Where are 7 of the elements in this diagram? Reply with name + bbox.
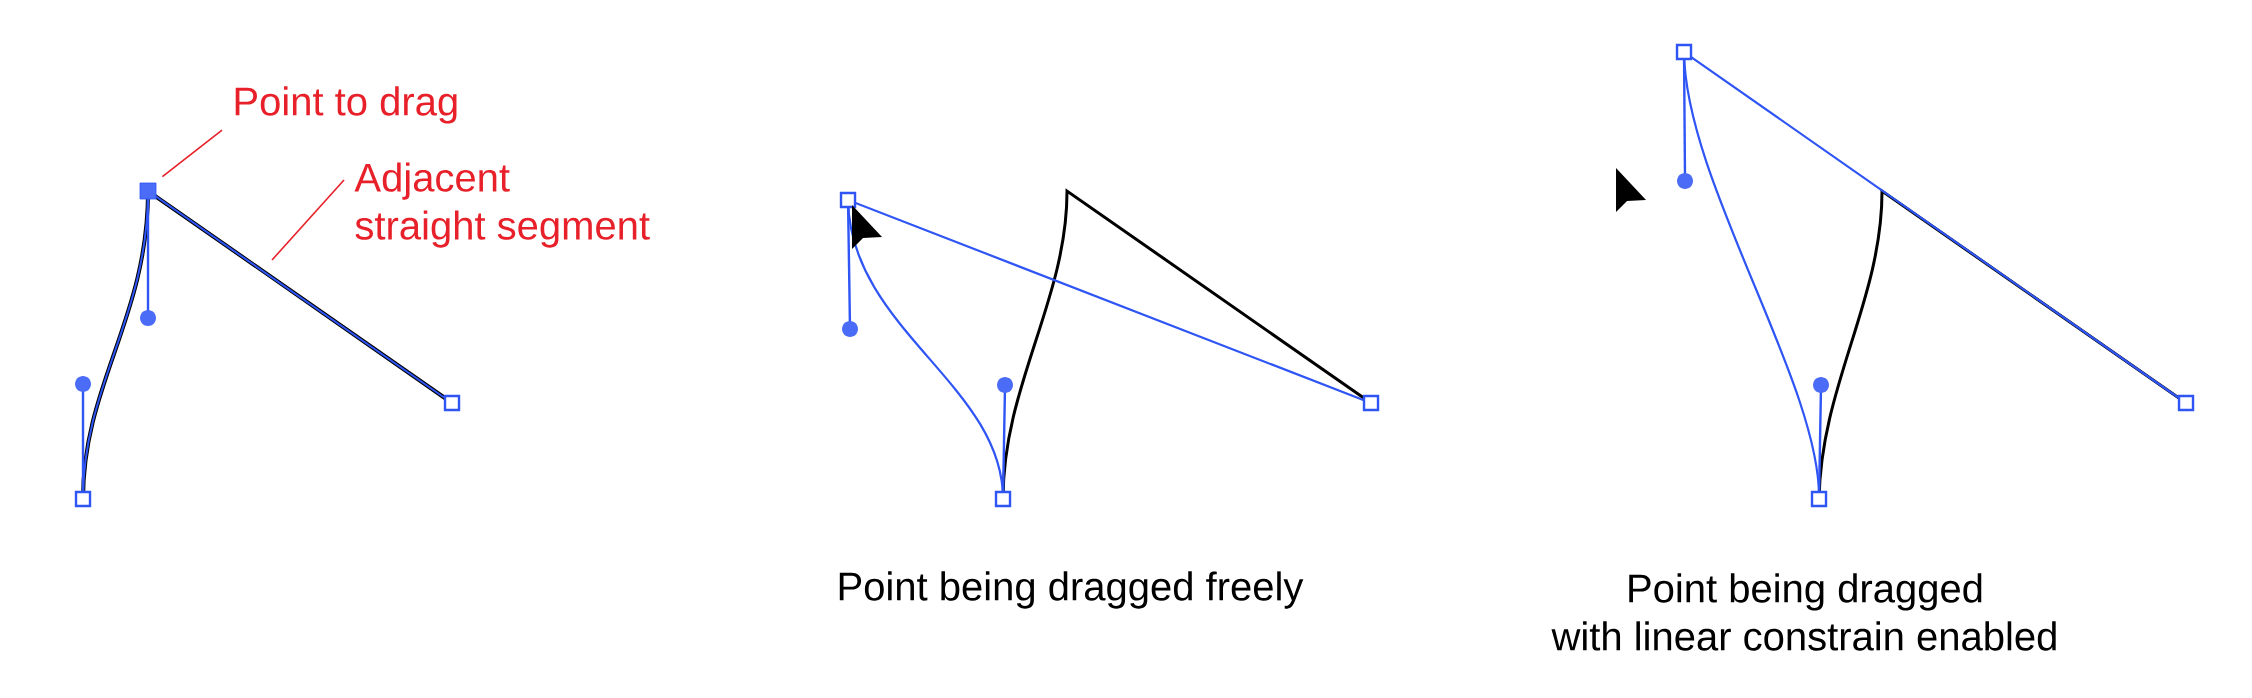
caption: Point being dragged freely — [839, 571, 1304, 609]
callout-label: Point to drag — [235, 86, 457, 124]
leader-line — [271, 179, 345, 261]
callout-label: Adjacent straight segment — [354, 162, 650, 248]
anchor-point — [139, 182, 157, 200]
caption: Point being dragged with linear constrain enabled — [1551, 573, 2056, 651]
leader-line — [161, 129, 223, 178]
